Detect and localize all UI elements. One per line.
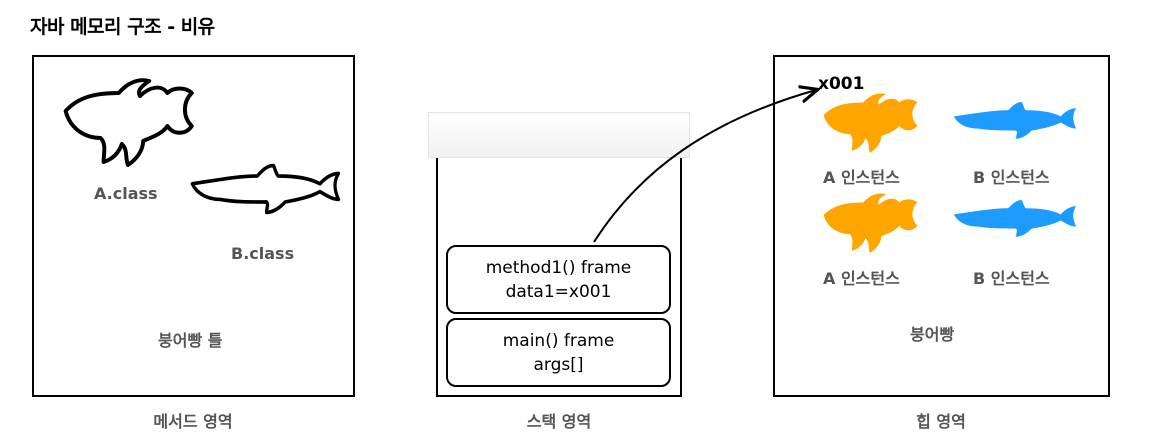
stack-area-caption: 스택 영역 [526, 412, 592, 431]
heap-area-caption: 힙 영역 [916, 412, 966, 431]
page-title: 자바 메모리 구조 - 비유 [30, 16, 215, 38]
class-b-label: B.class [231, 244, 295, 263]
mold-label: 붕어빵 틀 [158, 331, 223, 350]
stack-container [436, 150, 682, 397]
heap-address-label: x001 [818, 74, 865, 94]
frame-method1-name: method1() frame [485, 257, 632, 278]
goldfish-a-icon [823, 193, 918, 253]
method-area-panel [32, 55, 355, 397]
stack-frame-method1: method1() frame data1=x001 [446, 245, 671, 314]
instance-label-a1: A 인스턴스 [823, 168, 900, 187]
slim-fish-b-icon [953, 200, 1077, 237]
reference-arrow [593, 90, 816, 243]
frame-method1-var: data1=x001 [505, 281, 612, 302]
heap-area-panel [773, 55, 1110, 397]
stack-open-top [428, 112, 690, 158]
stack-frame-main: main() frame args[] [446, 318, 671, 387]
method-area-caption: 메서드 영역 [153, 412, 233, 431]
goldfish-a-icon [823, 93, 918, 153]
slim-fish-b-icon [953, 102, 1077, 139]
instance-label-a2: A 인스턴스 [823, 269, 900, 288]
instance-label-b1: B 인스턴스 [973, 168, 1050, 187]
instance-label-b2: B 인스턴스 [973, 269, 1050, 288]
frame-main-var: args[] [533, 354, 584, 375]
class-a-label: A.class [94, 184, 158, 203]
frame-main-name: main() frame [502, 330, 615, 351]
bread-label: 붕어빵 [910, 325, 955, 344]
